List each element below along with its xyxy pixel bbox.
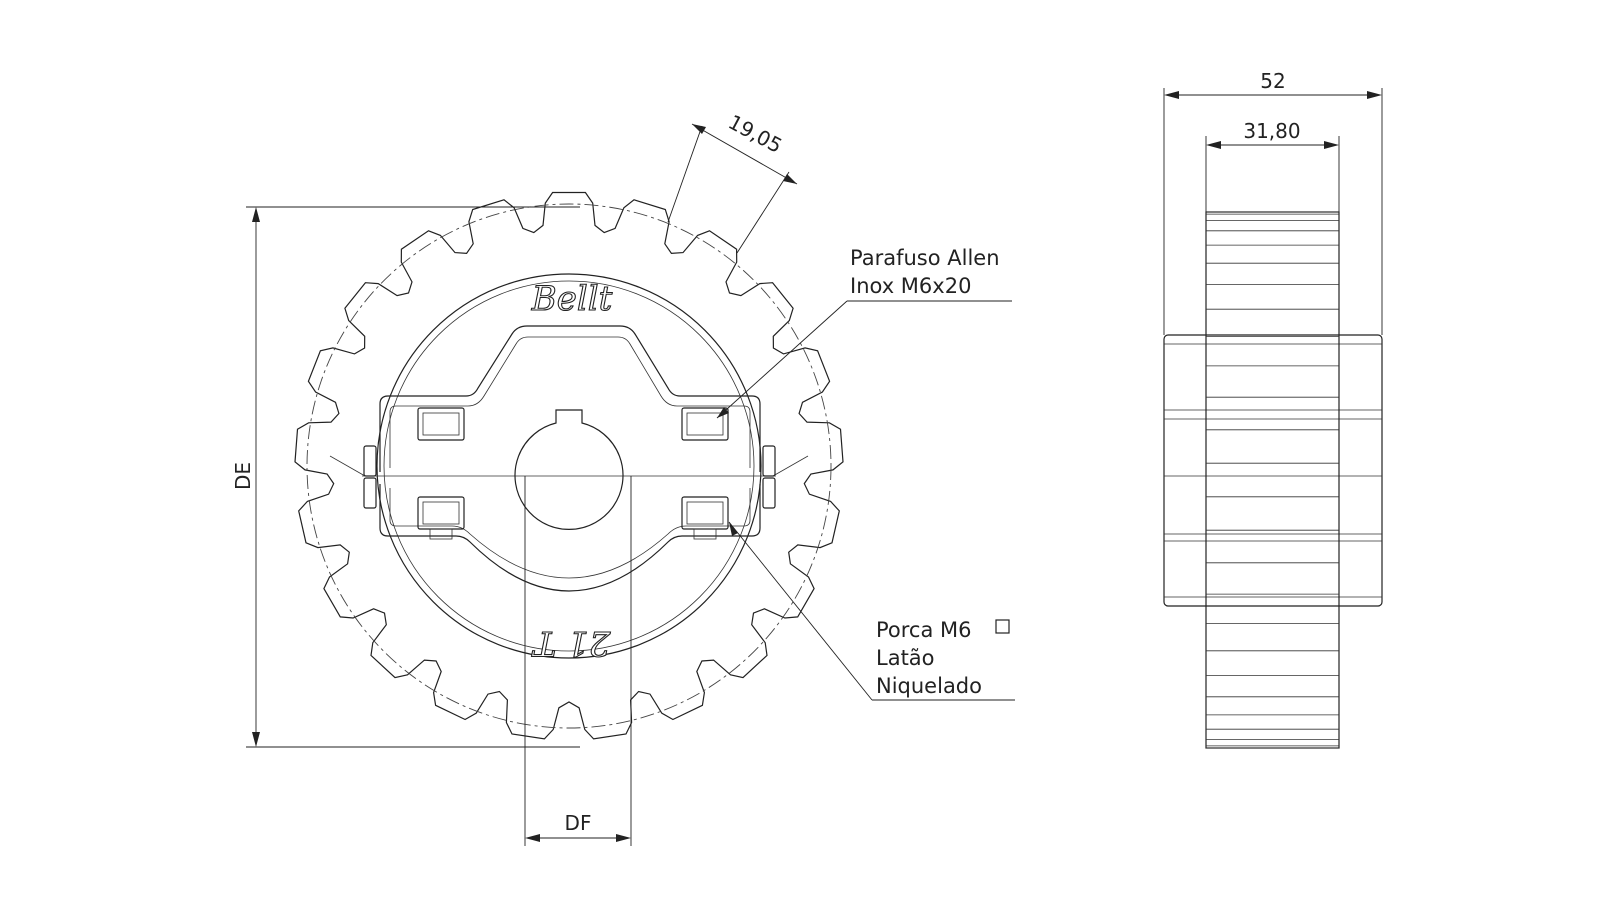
nut-label-line1: Porca M6 <box>876 618 972 642</box>
side-tooth-band <box>1205 211 1340 749</box>
hub-upper-body <box>379 325 761 472</box>
hub-upper-body-inner <box>389 336 751 468</box>
outer-diameter-dimension: DE <box>231 206 580 748</box>
hub-lower-body-inner <box>389 488 751 579</box>
screw-callout: Parafuso Allen Inox M6x20 <box>716 246 1012 419</box>
bore-diameter-dimension: DF <box>524 476 632 846</box>
side-hub <box>1163 334 1383 607</box>
screw-label-line1: Parafuso Allen <box>850 246 1000 270</box>
tooth-width-label: 31,80 <box>1243 119 1300 143</box>
pocket-lower-right <box>681 496 729 540</box>
brand-logo: Bellt <box>531 279 613 319</box>
left-clip-upper <box>363 445 377 477</box>
pocket-upper-right <box>681 407 729 441</box>
pitch-label: 19,05 <box>724 110 786 158</box>
nut-label-line3: Niquelado <box>876 674 982 698</box>
pitch-dimension: 19,05 <box>667 110 798 254</box>
hub-outer-ring <box>376 273 762 659</box>
total-width-label: 52 <box>1260 69 1285 93</box>
right-clip-upper <box>762 445 776 477</box>
side-tooth-lines <box>1206 211 1339 749</box>
square-nut-symbol <box>995 619 1010 634</box>
tooth-count-engraving: 21 T <box>531 623 611 663</box>
nut-callout: Porca M6 Latão Niquelado <box>728 521 1015 701</box>
screw-label-line2: Inox M6x20 <box>850 274 971 298</box>
nut-label-line2: Latão <box>876 646 935 670</box>
bore-with-keyway <box>514 409 624 531</box>
sprocket-tooth-outline <box>294 191 844 740</box>
side-view <box>1163 211 1383 749</box>
front-view: Bellt 21 T <box>294 191 844 740</box>
outer-diameter-label: DE <box>231 462 255 490</box>
hub-lower-body <box>379 484 761 592</box>
right-clip-lower <box>762 477 776 509</box>
hub-inner-ring <box>383 280 755 652</box>
pocket-upper-left <box>417 407 465 441</box>
centerline-ext-left <box>329 455 366 477</box>
pitch-circle <box>306 203 832 729</box>
left-clip-lower <box>363 477 377 509</box>
pocket-lower-left <box>417 496 465 540</box>
total-width-dimension: 52 <box>1163 69 1383 335</box>
centerline-ext-right <box>772 455 809 477</box>
tooth-width-dimension: 31,80 <box>1205 119 1340 212</box>
bore-diameter-label: DF <box>565 811 592 835</box>
